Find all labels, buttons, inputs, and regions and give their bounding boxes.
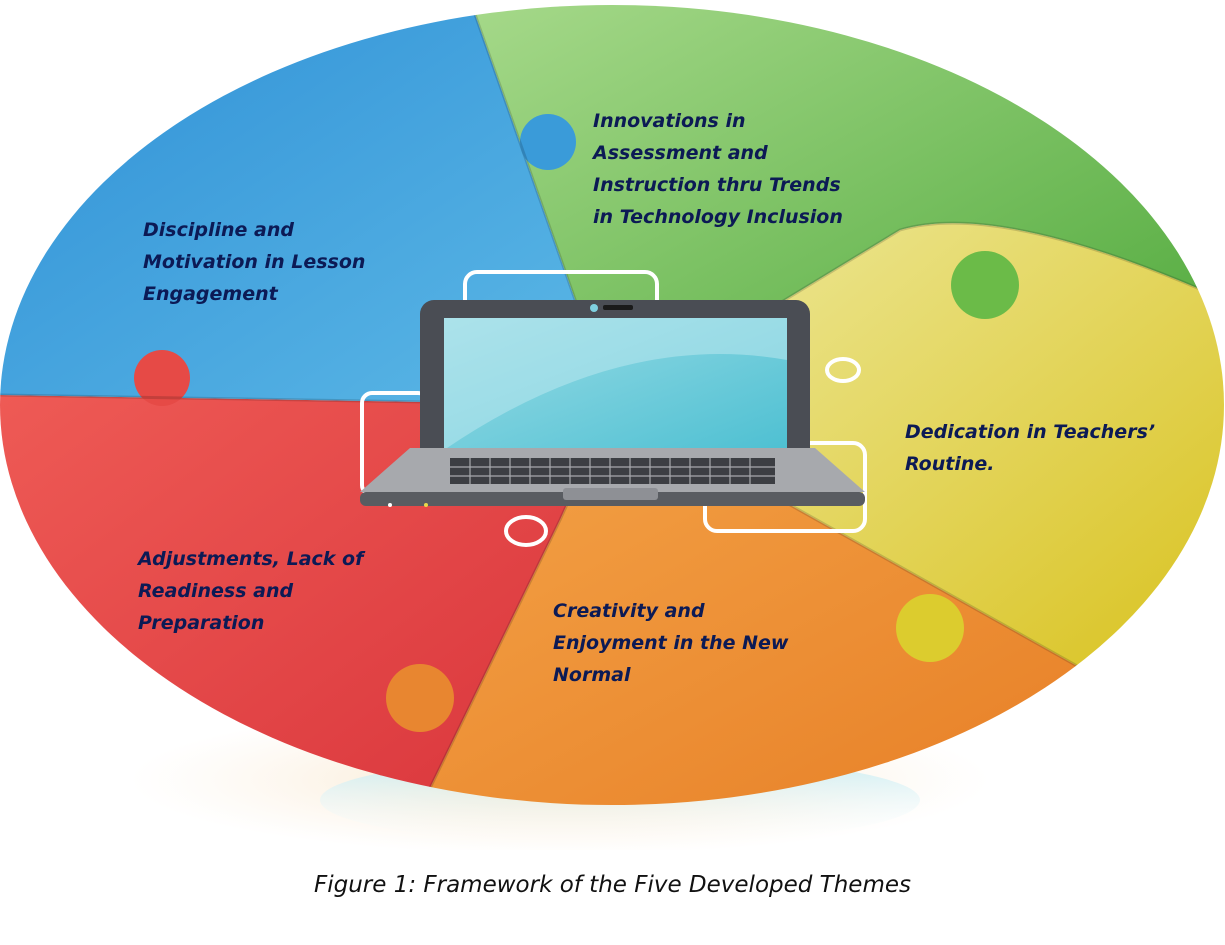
theme-innovations-label: Innovations in Assessment and Instructio… bbox=[593, 105, 843, 233]
puzzle-knob-blue bbox=[520, 114, 576, 170]
theme-line: Preparation bbox=[138, 612, 265, 634]
puzzle-knob-red bbox=[134, 350, 190, 406]
puzzle-knob-orange bbox=[386, 664, 454, 732]
theme-line: in Technology Inclusion bbox=[593, 206, 843, 228]
theme-dedication-label: Dedication in Teachers’ Routine. bbox=[905, 416, 1155, 480]
theme-line: Engagement bbox=[143, 283, 278, 305]
theme-line: Instruction thru Trends bbox=[593, 174, 841, 196]
theme-line: Normal bbox=[553, 664, 631, 686]
theme-creativity-label: Creativity and Enjoyment in the New Norm… bbox=[553, 595, 788, 691]
puzzle-knob-green bbox=[951, 251, 1019, 319]
theme-line: Enjoyment in the New bbox=[553, 632, 789, 654]
theme-line: Routine. bbox=[905, 453, 995, 475]
theme-line: Adjustments, Lack of bbox=[138, 548, 364, 570]
theme-line: Innovations in bbox=[593, 110, 746, 132]
theme-line: Assessment and bbox=[593, 142, 768, 164]
laptop-icon bbox=[360, 300, 865, 507]
theme-line: Discipline and bbox=[143, 219, 294, 241]
figure-caption: Figure 1: Framework of the Five Develope… bbox=[313, 872, 911, 898]
theme-discipline-label: Discipline and Motivation in Lesson Enga… bbox=[143, 214, 365, 310]
puzzle-circle-diagram bbox=[0, 5, 1224, 850]
puzzle-knob-yellow bbox=[896, 594, 964, 662]
theme-adjustments-label: Adjustments, Lack of Readiness and Prepa… bbox=[138, 543, 363, 639]
theme-line: Creativity and bbox=[553, 600, 705, 622]
theme-line: Readiness and bbox=[138, 580, 294, 602]
theme-line: Motivation in Lesson bbox=[143, 251, 366, 273]
theme-line: Dedication in Teachers’ bbox=[905, 421, 1156, 443]
